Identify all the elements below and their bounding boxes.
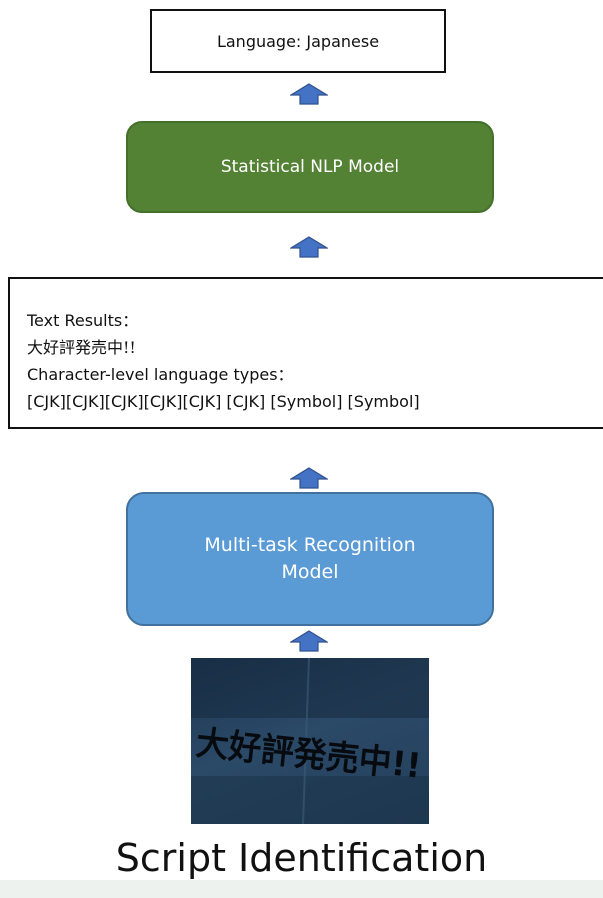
up-arrow-icon — [290, 236, 328, 258]
up-arrow-icon — [290, 467, 328, 489]
recognition-model-label-line2: Model — [281, 561, 339, 583]
up-arrow-icon — [290, 83, 328, 105]
statistical-nlp-model-label: Statistical NLP Model — [220, 157, 400, 177]
scene-text-image: 大好評発売中!! — [191, 658, 429, 824]
figure-caption: Script Identification — [115, 836, 488, 880]
recognition-model-label-line1: Multi-task Recognition — [204, 534, 416, 556]
language-types-value: [CJK][CJK][CJK][CJK][CJK] [CJK] [Symbol]… — [27, 392, 420, 411]
multi-task-recognition-model-box: Multi-task Recognition Model — [126, 492, 494, 626]
text-results-title: Text Results： — [27, 311, 139, 330]
text-results-value: 大好評発売中!! — [27, 338, 136, 357]
language-result-text: Language: Japanese — [216, 31, 380, 51]
statistical-nlp-model-box: Statistical NLP Model — [126, 121, 494, 213]
language-types-title: Character-level language types： — [27, 365, 294, 384]
bottom-strip — [0, 880, 603, 898]
up-arrow-icon — [290, 630, 328, 652]
text-results-box: Text Results： 大好評発売中!! Character-level l… — [8, 277, 603, 429]
language-result-box: Language: Japanese — [150, 9, 446, 73]
